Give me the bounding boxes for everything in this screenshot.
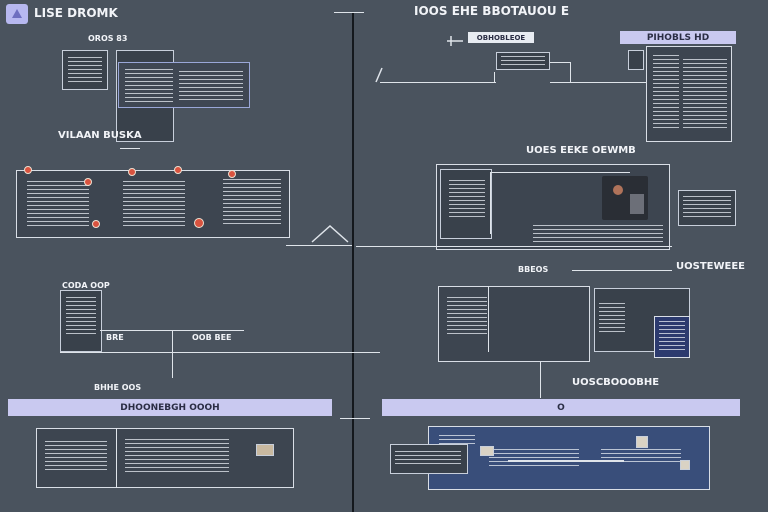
- marker-icon: [92, 220, 100, 228]
- right-section3-panel: [438, 286, 590, 362]
- left-section3-drop: [172, 330, 173, 378]
- divider-cap: [334, 12, 364, 13]
- right-section2-title: UOES EEKE OEWMB: [526, 145, 636, 156]
- right-section2-vrule: [490, 172, 491, 234]
- right-section2-photo: [602, 176, 648, 220]
- right-toolbar-link2: [550, 82, 646, 83]
- left-section4-icon: [256, 444, 274, 456]
- left-panel1-list: [118, 62, 250, 108]
- right-section2-side: [678, 190, 736, 226]
- right-section4-side: [390, 444, 468, 474]
- right-section4-slider-track[interactable]: [508, 460, 624, 462]
- marker-icon: [228, 170, 236, 178]
- pin-icon: [446, 32, 464, 51]
- left-section2-title: VILAAN BUSKA: [58, 130, 142, 141]
- left-section4-title: BHHE OOS: [94, 383, 142, 392]
- marker-icon: [84, 178, 92, 186]
- left-panel1-title: OROS 83: [88, 34, 128, 43]
- right-section3-title-b: UOSTEWEEE: [676, 261, 745, 272]
- right-lavender-tab[interactable]: PIHOBLS HD: [620, 31, 736, 44]
- right-section3-drop: [540, 362, 541, 398]
- right-section2-connector: [356, 246, 672, 247]
- left-section3-label-a: CODA OOP: [62, 281, 110, 290]
- left-section3-label-c: OOB BEE: [192, 333, 232, 342]
- app-logo-icon: [6, 4, 28, 24]
- right-section3-divider: [488, 286, 489, 352]
- right-toolbar-field[interactable]: OBHOBLEOE: [468, 32, 534, 43]
- right-section2-rule: [490, 172, 630, 173]
- right-section4-icon: [480, 446, 494, 456]
- right-toolbar-connector: [380, 82, 496, 83]
- left-panel1-thumb: [62, 50, 108, 90]
- left-section4-panel: [36, 428, 294, 488]
- marker-icon: [174, 166, 182, 174]
- right-section4-icon: [680, 460, 690, 470]
- center-title: IOOS EHE BBOTAUOU E: [414, 4, 570, 18]
- right-toolbar-elbow: [494, 72, 495, 83]
- left-section3-thumb: [60, 290, 102, 352]
- marker-icon: [24, 166, 32, 174]
- right-toolbar-elbow2: [570, 62, 571, 82]
- right-section2-panel: [436, 164, 670, 250]
- left-section3-connector: [60, 352, 380, 353]
- left-section2-connector: [286, 245, 352, 246]
- right-panel1: [646, 46, 732, 142]
- right-section3-link: [572, 270, 672, 271]
- divider-tick: [340, 418, 370, 419]
- left-section4-divider: [116, 428, 117, 488]
- right-section3-title-a: BBEOS: [518, 265, 549, 274]
- left-section3-label-b: BRE: [106, 333, 124, 342]
- right-section3-chart: [654, 316, 690, 358]
- right-lavender-bar[interactable]: O: [382, 399, 740, 416]
- right-section4-panel: [428, 426, 710, 490]
- left-section2-hook: [120, 148, 140, 149]
- right-section4-title: UOSCBOOOBHE: [572, 377, 660, 388]
- arrow-icon: [374, 66, 384, 88]
- right-panel1-icon: [628, 50, 644, 70]
- right-toolbar-link: [550, 62, 570, 63]
- marker-icon: [128, 168, 136, 176]
- right-section4-icon: [636, 436, 648, 448]
- center-divider: [352, 12, 354, 512]
- left-lavender-bar[interactable]: DHOONEBGH OOOH: [8, 399, 332, 416]
- app-title: LISE DROMK: [34, 6, 118, 20]
- marker-icon: [194, 218, 204, 228]
- left-section2-panel: [16, 170, 290, 238]
- connector-arrow-icon: [310, 222, 350, 250]
- right-toolbar-box: [496, 52, 550, 70]
